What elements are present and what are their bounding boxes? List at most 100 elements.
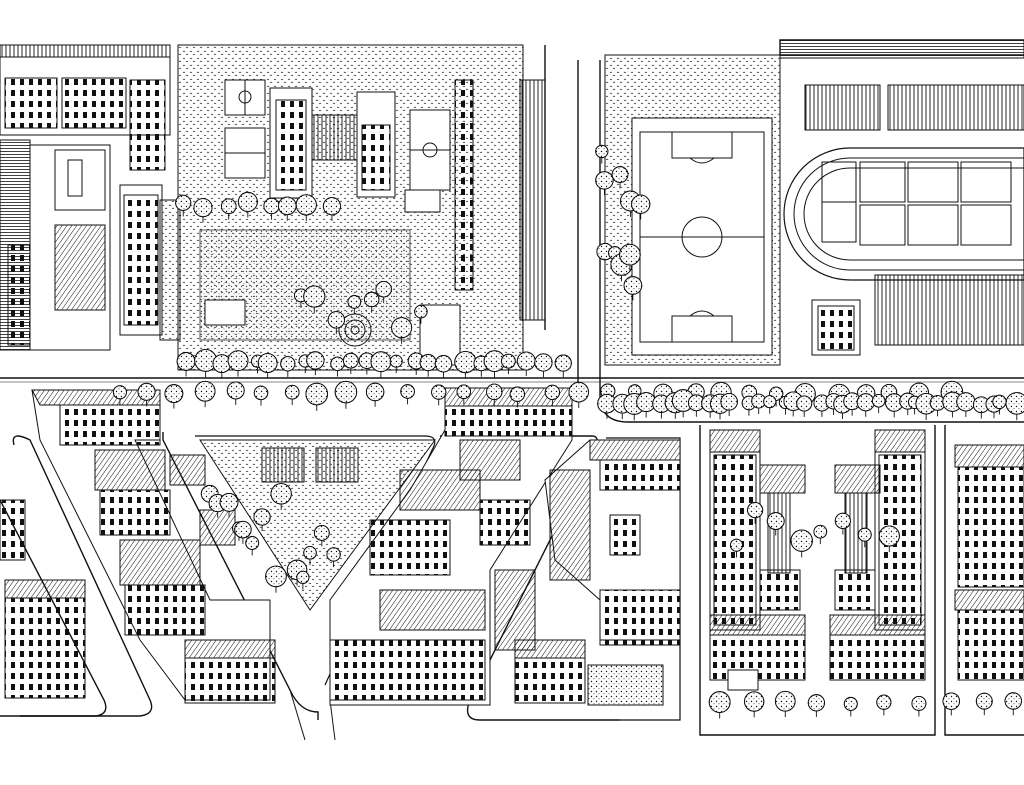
tree bbox=[501, 353, 516, 375]
central-park bbox=[177, 44, 546, 371]
tree bbox=[280, 356, 296, 377]
tree bbox=[486, 383, 503, 406]
tree bbox=[391, 317, 413, 344]
tree bbox=[370, 351, 392, 378]
tree bbox=[929, 395, 946, 417]
tree bbox=[843, 696, 858, 717]
tree bbox=[554, 354, 572, 378]
tree bbox=[327, 311, 346, 335]
tree bbox=[871, 394, 886, 414]
tree bbox=[1004, 692, 1022, 716]
tree bbox=[975, 692, 993, 716]
tree bbox=[212, 354, 232, 379]
tree bbox=[270, 483, 292, 511]
tree bbox=[419, 354, 437, 377]
tree bbox=[220, 198, 237, 220]
tree bbox=[257, 353, 278, 379]
tree bbox=[237, 191, 258, 218]
tree bbox=[296, 570, 310, 590]
tree bbox=[226, 381, 245, 405]
tree bbox=[834, 512, 851, 535]
tree bbox=[942, 692, 960, 716]
northwest-buildings bbox=[0, 44, 181, 351]
tree bbox=[193, 198, 213, 223]
tree bbox=[992, 394, 1007, 415]
tree bbox=[790, 529, 813, 558]
sports-complex bbox=[604, 39, 1024, 366]
tree bbox=[911, 695, 927, 717]
tree bbox=[342, 352, 359, 375]
tree bbox=[313, 524, 330, 547]
tree bbox=[774, 690, 796, 718]
tree bbox=[619, 243, 641, 271]
tree bbox=[454, 350, 477, 379]
tree bbox=[796, 395, 813, 417]
residential-blocks bbox=[0, 387, 1024, 706]
tree bbox=[623, 276, 643, 301]
tree bbox=[164, 384, 184, 409]
tree bbox=[365, 382, 385, 407]
tree bbox=[112, 385, 127, 405]
tree bbox=[568, 381, 589, 408]
tree bbox=[509, 386, 525, 408]
tree bbox=[194, 380, 216, 408]
tree bbox=[263, 197, 280, 220]
tree bbox=[956, 392, 976, 417]
tree bbox=[747, 502, 764, 524]
tree bbox=[720, 392, 738, 417]
tree bbox=[295, 194, 317, 221]
tree bbox=[878, 525, 900, 553]
tree bbox=[227, 350, 249, 377]
tree bbox=[631, 194, 651, 220]
tree bbox=[763, 395, 777, 414]
tree bbox=[137, 382, 156, 407]
tree bbox=[843, 392, 862, 416]
tree bbox=[431, 384, 447, 406]
tree bbox=[234, 520, 252, 544]
tree bbox=[277, 196, 297, 221]
tree bbox=[483, 350, 506, 378]
tree bbox=[305, 382, 329, 411]
tree bbox=[245, 536, 260, 556]
tree bbox=[744, 691, 765, 718]
tree bbox=[456, 384, 472, 405]
tree bbox=[176, 352, 196, 377]
tree bbox=[884, 393, 904, 418]
tree bbox=[876, 694, 892, 716]
tree bbox=[322, 197, 342, 221]
tree bbox=[595, 144, 609, 164]
tree bbox=[751, 393, 767, 415]
tree bbox=[303, 285, 326, 314]
tree bbox=[175, 194, 192, 217]
tree bbox=[219, 492, 239, 518]
tree bbox=[708, 691, 731, 719]
tree bbox=[729, 538, 743, 558]
tree bbox=[306, 351, 325, 376]
tree bbox=[534, 353, 553, 378]
tree bbox=[1005, 392, 1024, 421]
tree bbox=[253, 508, 271, 532]
tree bbox=[303, 546, 317, 566]
tree bbox=[194, 348, 218, 378]
tree bbox=[544, 384, 561, 406]
tree bbox=[375, 280, 392, 303]
tree bbox=[813, 524, 828, 545]
tree bbox=[326, 547, 341, 568]
tree bbox=[265, 565, 287, 593]
tree bbox=[363, 291, 380, 313]
tree bbox=[389, 354, 403, 374]
tree bbox=[516, 351, 536, 377]
street-trees bbox=[112, 144, 1024, 719]
tree bbox=[766, 512, 785, 536]
tree bbox=[595, 171, 614, 196]
tree bbox=[434, 355, 453, 378]
tree bbox=[334, 380, 358, 409]
tree bbox=[972, 396, 990, 419]
tree bbox=[253, 385, 269, 406]
tree bbox=[330, 356, 345, 377]
tree bbox=[856, 393, 875, 417]
tree bbox=[942, 391, 963, 418]
tree bbox=[636, 392, 657, 418]
tree bbox=[857, 527, 872, 548]
